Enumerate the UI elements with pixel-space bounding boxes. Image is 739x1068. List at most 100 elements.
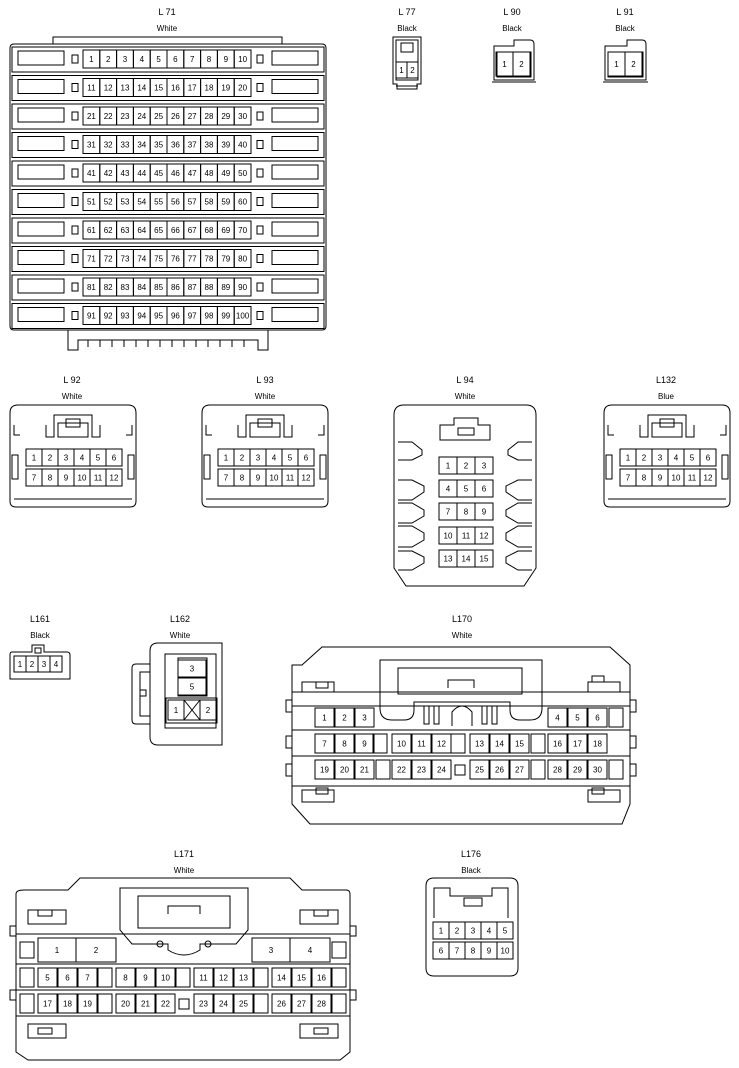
svg-text:15: 15	[297, 974, 306, 983]
l71-pin-85: 85	[149, 277, 168, 297]
l171-pin-16: 16	[311, 967, 332, 988]
l71-pin-74: 74	[132, 249, 151, 268]
svg-text:3: 3	[42, 660, 47, 669]
l170-pin-12: 12	[431, 733, 452, 754]
l71-pin-70: 70	[233, 220, 252, 240]
svg-text:11: 11	[87, 84, 96, 93]
svg-text:27: 27	[297, 1000, 306, 1009]
l171-pin-24: 24	[213, 993, 234, 1014]
l171-pin-6: 6	[57, 967, 78, 988]
l71-pin-59: 59	[216, 192, 235, 211]
svg-text:28: 28	[317, 1000, 326, 1009]
svg-text:2: 2	[519, 60, 524, 69]
l132-pin-4: 4	[667, 448, 685, 467]
l71-pin-90: 90	[233, 277, 252, 297]
svg-text:2: 2	[206, 706, 211, 715]
l170-pin-26: 26	[489, 759, 510, 780]
svg-text:10: 10	[238, 55, 247, 64]
l77-pin-1: 1	[395, 61, 408, 79]
l71-pin-87: 87	[183, 277, 202, 297]
l170-pin-11: 11	[411, 733, 432, 754]
connector-l90-id: L 90	[503, 7, 520, 17]
l71-pin-15: 15	[149, 78, 168, 97]
l71-pin-91: 91	[82, 306, 101, 325]
svg-text:3: 3	[471, 927, 476, 936]
svg-text:6: 6	[595, 714, 600, 723]
l71-pin-16: 16	[166, 78, 185, 97]
svg-text:20: 20	[121, 1000, 130, 1009]
svg-text:65: 65	[154, 226, 163, 235]
l92-pin-9: 9	[57, 468, 75, 487]
svg-text:79: 79	[221, 255, 230, 264]
connector-l162-id: L162	[170, 614, 190, 624]
l171-pin-18: 18	[57, 993, 78, 1014]
l171-pin-22: 22	[155, 993, 176, 1014]
svg-text:18: 18	[593, 740, 602, 749]
svg-text:88: 88	[205, 283, 214, 292]
svg-text:83: 83	[121, 283, 130, 292]
svg-text:1: 1	[399, 66, 404, 75]
svg-text:4: 4	[674, 454, 679, 463]
connector-l77-id: L 77	[398, 7, 415, 17]
svg-text:5: 5	[464, 485, 469, 494]
l71-pin-42: 42	[99, 163, 118, 183]
l71-pin-24: 24	[132, 106, 151, 126]
svg-text:5: 5	[288, 454, 293, 463]
svg-text:8: 8	[464, 508, 469, 517]
l171-pin-5: 5	[37, 967, 58, 988]
l71-pin-8: 8	[200, 49, 218, 69]
l176-pin-1: 1	[432, 921, 450, 940]
connector-l92-color: White	[62, 392, 83, 401]
l93-pin-11: 11	[281, 468, 299, 487]
l71-pin-71: 71	[82, 249, 101, 268]
svg-text:1: 1	[174, 706, 179, 715]
svg-text:9: 9	[64, 474, 69, 483]
svg-text:94: 94	[137, 312, 146, 321]
svg-text:22: 22	[161, 1000, 170, 1009]
l71-pin-69: 69	[216, 220, 235, 240]
svg-text:3: 3	[482, 462, 487, 471]
l170-pin-29: 29	[567, 759, 588, 780]
svg-text:24: 24	[137, 112, 146, 121]
connector-l162-color: White	[170, 631, 191, 640]
l171-pin-14: 14	[271, 967, 292, 988]
l170-pin-17: 17	[567, 733, 588, 754]
svg-text:48: 48	[205, 169, 214, 178]
svg-text:96: 96	[171, 312, 180, 321]
l71-pin-45: 45	[149, 163, 168, 183]
l71-pin-41: 41	[82, 163, 101, 183]
svg-text:41: 41	[87, 169, 96, 178]
svg-text:12: 12	[110, 474, 119, 483]
l161-pin-4: 4	[49, 655, 63, 673]
svg-text:57: 57	[188, 198, 197, 207]
l170-pin-20: 20	[334, 759, 355, 780]
svg-text:10: 10	[444, 532, 453, 541]
l176-pin-5: 5	[496, 921, 514, 940]
l93-pin-2: 2	[233, 448, 251, 467]
svg-text:42: 42	[104, 169, 113, 178]
svg-text:11: 11	[417, 740, 426, 749]
l94-pin-12: 12	[474, 526, 494, 545]
svg-text:10: 10	[270, 474, 279, 483]
l94-pin-10: 10	[438, 526, 458, 545]
l94-pin-6: 6	[474, 479, 494, 498]
svg-text:56: 56	[171, 198, 180, 207]
l132-pin-9: 9	[651, 468, 669, 487]
l170-pin-9: 9	[354, 733, 375, 754]
l71-pin-35: 35	[149, 135, 168, 154]
l171-pin-28: 28	[311, 993, 332, 1014]
svg-text:29: 29	[221, 112, 230, 121]
l161-pin-1: 1	[13, 655, 27, 673]
svg-text:13: 13	[121, 84, 130, 93]
l176-pin-10: 10	[496, 941, 514, 960]
l71-pin-30: 30	[233, 106, 252, 126]
l132-pin-5: 5	[683, 448, 701, 467]
svg-text:3: 3	[190, 665, 195, 674]
svg-text:24: 24	[437, 766, 446, 775]
svg-text:16: 16	[171, 84, 180, 93]
